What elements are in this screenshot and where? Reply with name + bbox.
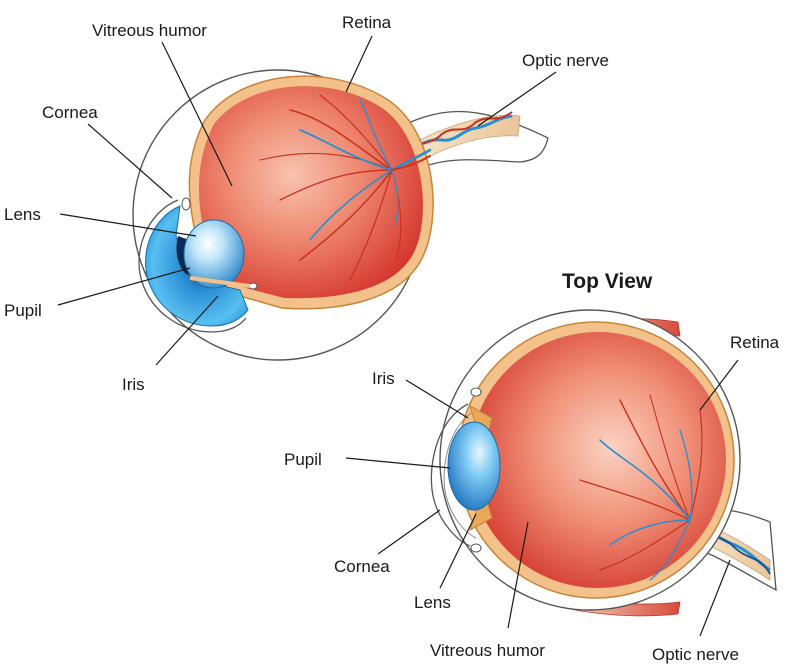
label-side-retina: Retina [342, 13, 392, 32]
label-top-lens: Lens [414, 593, 451, 612]
label-top-optic-nerve: Optic nerve [652, 645, 739, 664]
label-side-lens: Lens [4, 205, 41, 224]
label-top-vitreous-humor: Vitreous humor [430, 641, 545, 660]
label-side-vitreous-humor: Vitreous humor [92, 21, 207, 40]
label-top-iris: Iris [372, 369, 395, 388]
label-side-pupil: Pupil [4, 301, 42, 320]
label-top-cornea: Cornea [334, 557, 390, 576]
top-view-heading: Top View [562, 270, 653, 293]
top-view [431, 310, 776, 616]
side-view [133, 70, 548, 360]
top-lens [448, 422, 500, 510]
label-top-pupil: Pupil [284, 450, 322, 469]
label-top-retina: Retina [730, 333, 780, 352]
label-side-iris: Iris [122, 375, 145, 394]
label-side-cornea: Cornea [42, 103, 98, 122]
label-side-optic-nerve: Optic nerve [522, 51, 609, 70]
